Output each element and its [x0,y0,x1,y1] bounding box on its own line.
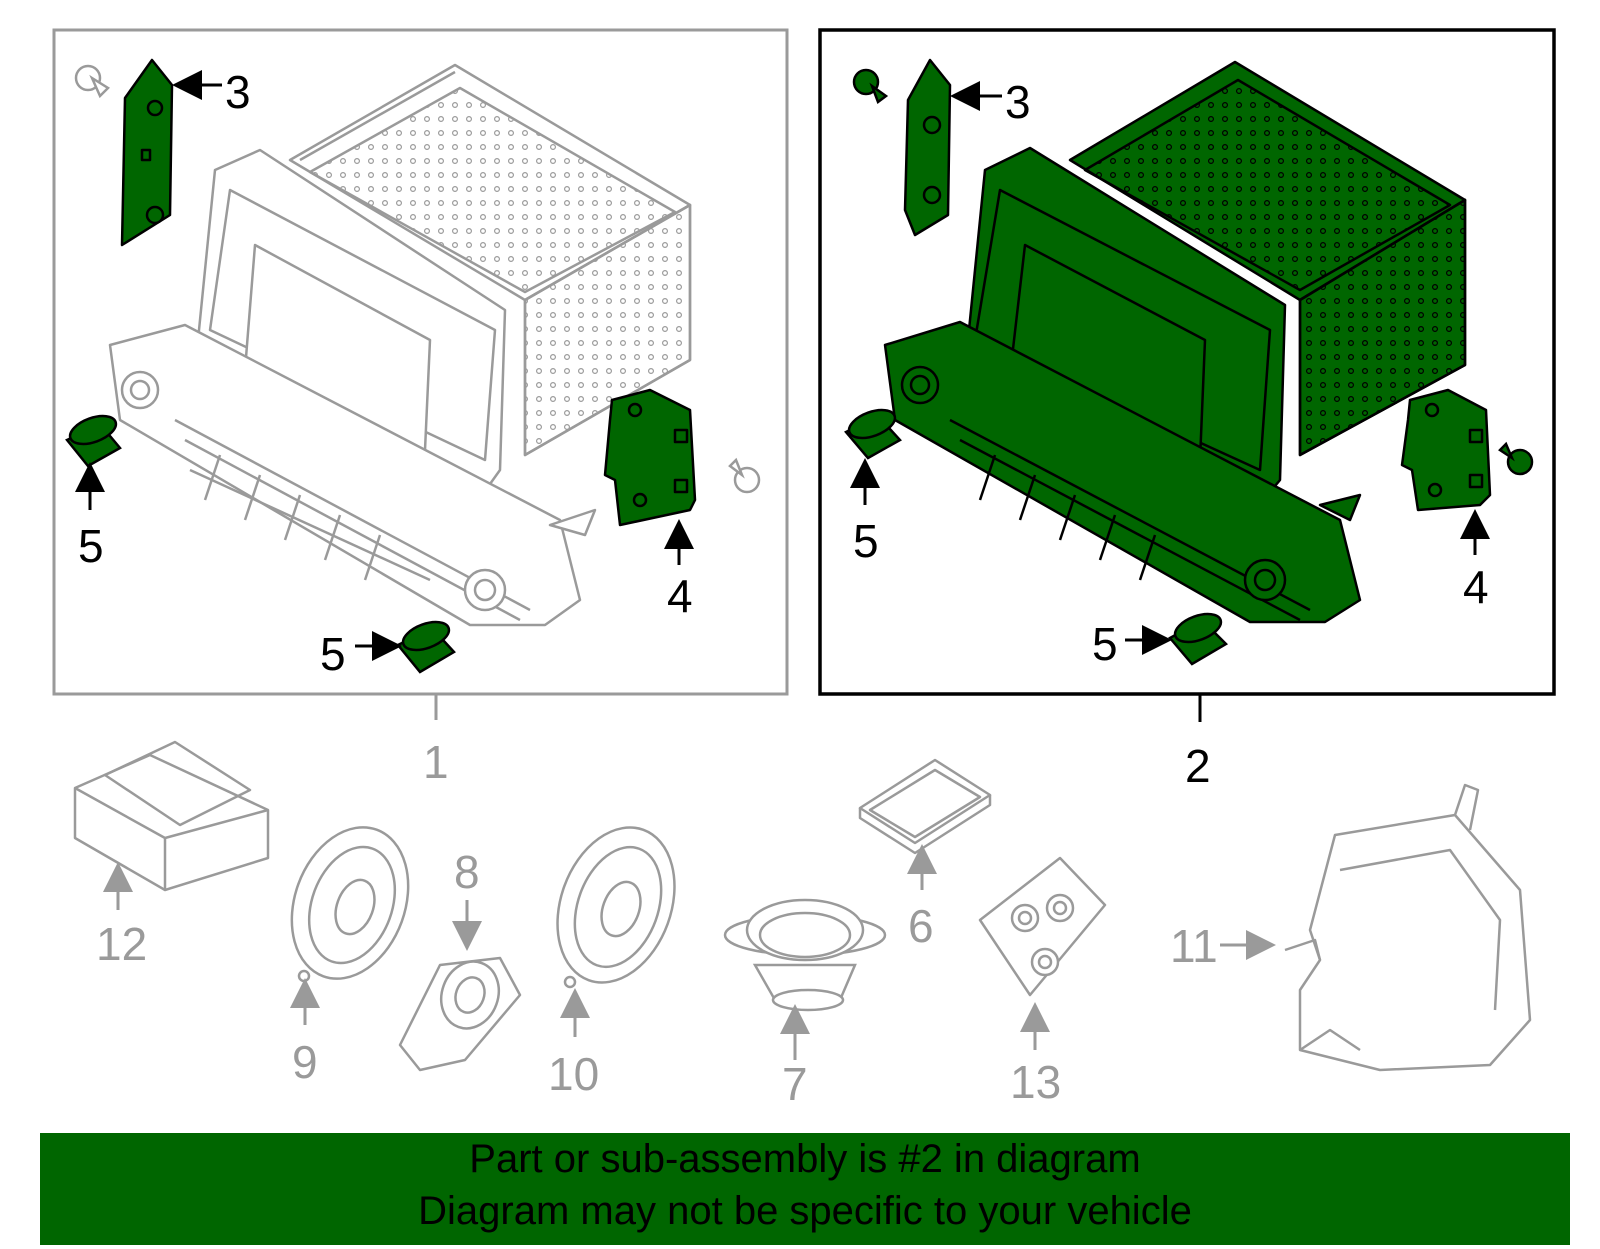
module-13 [978,856,1107,997]
callout-4-left: 4 [667,570,693,622]
clip-screw-left [74,64,110,99]
callout-5-right: 5 [853,515,879,567]
clip-screw-right [852,68,889,105]
callout-11: 11 [1170,920,1218,972]
callout-2: 2 [1185,740,1211,792]
callout-5-bottom-left: 5 [320,628,346,680]
enclosure-11 [1284,783,1532,1072]
callout-9: 9 [292,1036,318,1088]
bracket-4-left [603,388,697,527]
bracket-3-left [120,58,174,247]
notice-line-1: Part or sub-assembly is #2 in diagram [469,1137,1141,1181]
knob-5-bottom-left [396,620,456,674]
bracket-3-right [903,58,952,237]
speaker-7 [723,898,887,1012]
knob-5-bottom-right [1168,612,1229,666]
callout-6: 6 [908,900,934,952]
notice-banner: Part or sub-assembly is #2 in diagram Di… [40,1133,1570,1245]
card-6 [858,758,992,855]
callout-3-right: 3 [1005,76,1031,128]
speaker-10 [556,826,676,989]
radio-unit-assembly-2 [883,60,1467,624]
knob-5-left [65,414,122,468]
assembly-1-frame [52,28,789,696]
tweeter-8 [398,956,522,1072]
assembly-2-frame [818,28,1556,696]
callout-4-right: 4 [1463,561,1489,613]
callout-5-bottom-right: 5 [1092,618,1118,670]
callout-12: 12 [96,918,147,970]
bracket-4-right [1400,388,1492,512]
screw-right-faded [728,457,761,494]
module-12 [73,740,270,892]
notice-line-2: Diagram may not be specific to your vehi… [418,1189,1192,1233]
callout-5-left: 5 [78,520,104,572]
callout-13: 13 [1010,1056,1061,1108]
callout-7: 7 [782,1058,808,1110]
callout-8: 8 [454,846,480,898]
speaker-9 [290,826,410,983]
knob-5-right [844,408,902,460]
callout-10: 10 [548,1048,599,1100]
radio-unit-assembly-1 [108,63,692,627]
callout-1: 1 [423,736,449,788]
callout-3-left: 3 [225,66,251,118]
screw-right [1498,441,1534,476]
